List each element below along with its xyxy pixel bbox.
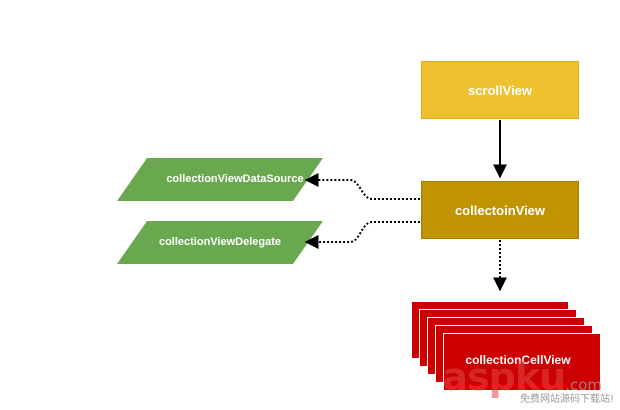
watermark-logo: aspku.com (442, 355, 602, 399)
delegate-label: collectionViewDelegate (158, 236, 282, 248)
collection-to-delegate-arrow (304, 221, 420, 249)
delegate-shape (117, 221, 323, 264)
data-source-label: collectionViewDataSource (166, 173, 304, 185)
collection-view-label: collectoinView (454, 202, 546, 218)
watermark-tagline: 免费网站源码下载站! (519, 394, 614, 405)
collection-view-node: collectoinView (421, 181, 579, 239)
data-source-shape (117, 158, 323, 201)
cell-label: collectionCellView (465, 353, 571, 367)
cell-card-5 (443, 333, 601, 391)
scroll-view-node: scrollView (421, 61, 579, 119)
collection-to-datasource-arrow (304, 173, 420, 200)
scroll-view-label: scrollView (467, 82, 533, 98)
